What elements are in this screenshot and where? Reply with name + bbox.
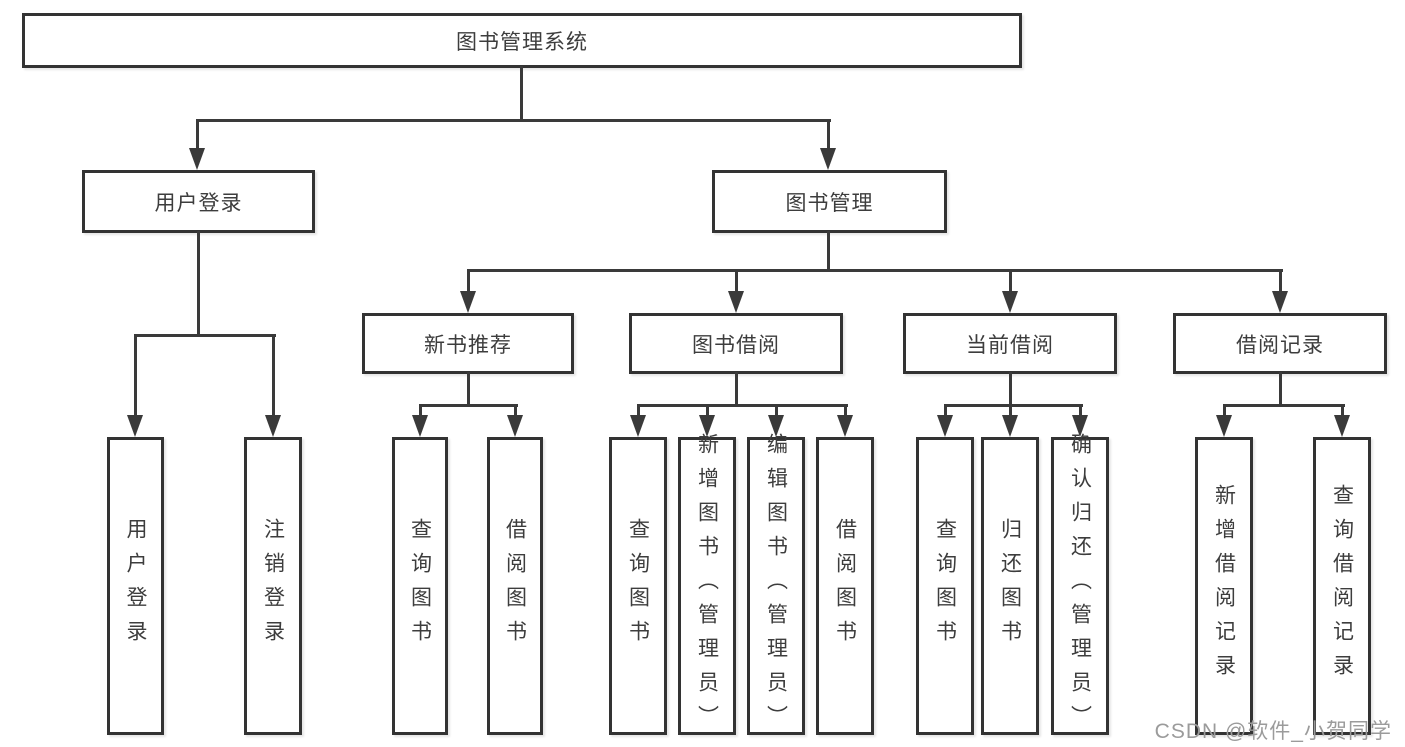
connector-line	[944, 404, 1083, 407]
connector-arrow-down	[189, 148, 205, 170]
connector-line	[706, 404, 709, 415]
leaf-label: 新增借阅记录	[1212, 484, 1236, 688]
connector-arrow-down	[460, 291, 476, 313]
leaf-confirm-return-admin: 确认归还（管理员）	[1051, 433, 1109, 739]
connector-arrow-down	[507, 415, 523, 437]
node-label: 图书借阅	[692, 333, 780, 357]
leaf-label: 借阅图书	[503, 518, 527, 654]
connector-arrow-down	[630, 415, 646, 437]
leaf-label: 注销登录	[261, 518, 285, 654]
leaf-logout: 注销登录	[244, 437, 302, 735]
connector-arrow-down	[1272, 291, 1288, 313]
node-label: 当前借阅	[966, 333, 1054, 357]
connector-arrow-down	[1334, 415, 1350, 437]
leaf-add-borrow-record: 新增借阅记录	[1195, 437, 1253, 735]
connector-line	[134, 334, 137, 415]
node-label: 图书管理	[785, 191, 874, 215]
node-current-borrowing: 当前借阅	[903, 313, 1117, 374]
connector-arrow-down	[937, 415, 953, 437]
leaf-return-books: 归还图书	[981, 437, 1039, 735]
connector-line	[775, 404, 778, 415]
node-book-management: 图书管理	[712, 170, 947, 233]
connector-line	[1341, 404, 1344, 415]
connector-line	[467, 269, 1283, 272]
node-label: 借阅记录	[1236, 333, 1324, 357]
leaf-edit-books-admin: 编辑图书（管理员）	[747, 433, 805, 739]
connector-arrow-down	[820, 148, 836, 170]
leaf-add-books-admin: 新增图书（管理员）	[678, 433, 736, 739]
connector-line	[1279, 372, 1282, 406]
connector-line	[1079, 404, 1082, 415]
connector-line	[944, 404, 947, 415]
leaf-label: 新增图书（管理员）	[695, 433, 719, 739]
connector-line	[419, 404, 422, 415]
connector-line	[514, 404, 517, 415]
connector-line	[637, 404, 640, 415]
connector-line	[1009, 372, 1012, 406]
connector-line	[735, 372, 738, 406]
leaf-query-books-recommend: 查询图书	[392, 437, 448, 735]
leaf-label: 用户登录	[124, 518, 147, 654]
leaf-label: 查询借阅记录	[1330, 484, 1354, 688]
leaf-label: 借阅图书	[833, 518, 857, 654]
connector-line	[197, 231, 200, 337]
node-label: 新书推荐	[424, 333, 512, 357]
connector-arrow-down	[728, 291, 744, 313]
leaf-query-borrow-record: 查询借阅记录	[1313, 437, 1371, 735]
leaf-query-books-borrowing: 查询图书	[609, 437, 667, 735]
connector-line	[467, 372, 470, 406]
leaf-label: 查询图书	[933, 518, 957, 654]
connector-line	[637, 404, 848, 407]
leaf-borrow-books-recommend: 借阅图书	[487, 437, 543, 735]
leaf-label: 归还图书	[998, 518, 1022, 654]
connector-arrow-down	[1002, 291, 1018, 313]
leaf-label: 查询图书	[626, 518, 650, 654]
connector-arrow-down	[265, 415, 281, 437]
leaf-label: 查询图书	[408, 518, 432, 654]
connector-arrow-down	[127, 415, 143, 437]
connector-line	[1009, 269, 1012, 291]
node-library-management-system: 图书管理系统	[22, 13, 1022, 68]
connector-line	[1223, 404, 1345, 407]
leaf-borrow-books: 借阅图书	[816, 437, 874, 735]
leaf-label: 确认归还（管理员）	[1068, 433, 1092, 739]
connector-line	[1009, 404, 1012, 415]
connector-arrow-down	[837, 415, 853, 437]
connector-line	[134, 334, 276, 337]
connector-line	[467, 269, 470, 291]
connector-arrow-down	[768, 415, 784, 437]
node-user-login: 用户登录	[82, 170, 315, 233]
connector-arrow-down	[699, 415, 715, 437]
connector-arrow-down	[1072, 415, 1088, 437]
node-book-borrowing: 图书借阅	[629, 313, 843, 374]
leaf-user-login: 用户登录	[107, 437, 164, 735]
leaf-label: 编辑图书（管理员）	[764, 433, 788, 739]
connector-line	[272, 334, 275, 415]
node-label: 用户登录	[154, 191, 243, 215]
connector-line	[1279, 269, 1282, 291]
node-new-book-recommendation: 新书推荐	[362, 313, 574, 374]
connector-line	[844, 404, 847, 415]
csdn-watermark: CSDN @软件_小贺同学	[1154, 720, 1392, 743]
node-label: 图书管理系统	[456, 30, 588, 54]
connector-arrow-down	[1216, 415, 1232, 437]
connector-line	[520, 66, 523, 122]
connector-arrow-down	[412, 415, 428, 437]
connector-line	[827, 119, 830, 148]
connector-line	[827, 231, 830, 272]
connector-line	[735, 269, 738, 291]
leaf-query-books-current: 查询图书	[916, 437, 974, 735]
connector-line	[1223, 404, 1226, 415]
connector-line	[196, 119, 831, 122]
connector-arrow-down	[1002, 415, 1018, 437]
connector-line	[419, 404, 518, 407]
connector-line	[196, 119, 199, 148]
node-borrowing-records: 借阅记录	[1173, 313, 1387, 374]
